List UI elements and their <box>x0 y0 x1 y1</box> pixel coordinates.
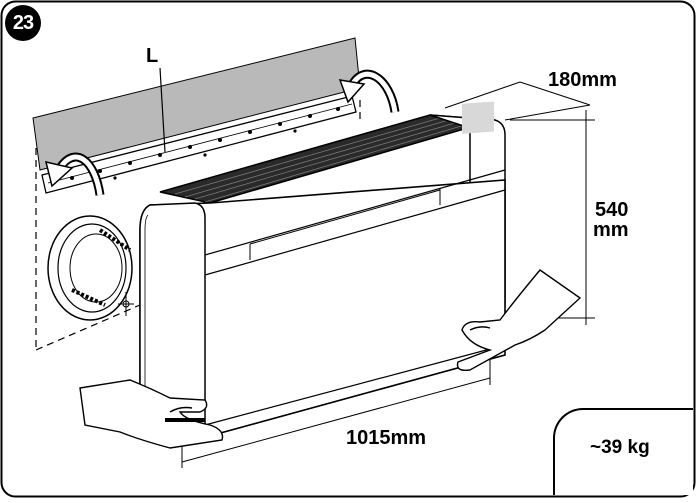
step-number: 23 <box>12 11 34 34</box>
weight-callout-box <box>553 408 693 495</box>
depth-dimension-label: 180mm <box>548 69 617 91</box>
air-conditioner-unit <box>139 101 506 441</box>
height-dimension-unit: mm <box>593 219 629 241</box>
wall-outline <box>35 100 361 351</box>
width-dimension-label: 1015mm <box>346 427 427 449</box>
rotate-arrow-left-icon <box>44 152 105 196</box>
weight-label: ~39 kg <box>590 437 650 458</box>
step-number-badge: 23 <box>5 5 41 41</box>
bracket-label: L <box>146 45 159 67</box>
mounting-bracket <box>41 95 357 194</box>
height-dimension-value: 540 <box>595 199 629 221</box>
left-hand-icon <box>79 379 224 449</box>
dimension-lines <box>181 81 595 468</box>
rotate-arrow-right-icon <box>338 69 400 113</box>
wall-pipe-ring <box>47 215 134 321</box>
bracket-leader-line <box>159 67 166 153</box>
right-hand-icon <box>456 269 582 372</box>
